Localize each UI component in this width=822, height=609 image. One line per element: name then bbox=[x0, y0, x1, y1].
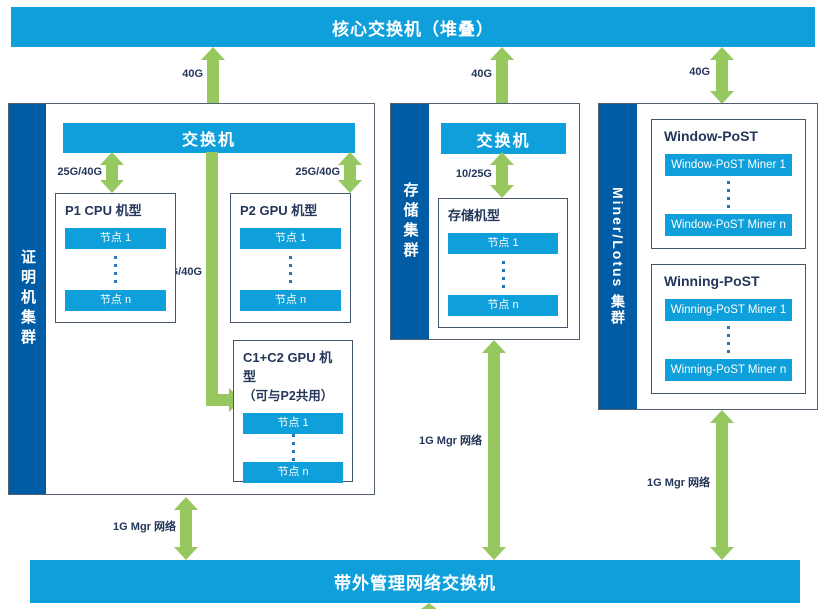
window-post-title: Window-PoST bbox=[664, 128, 758, 144]
proving-cluster-title: 证明机集群 bbox=[9, 104, 46, 494]
core-switch-bar: 核心交换机（堆叠） bbox=[11, 7, 815, 47]
p1-cpu-group: P1 CPU 机型 节点 1 节点 n bbox=[55, 193, 176, 323]
oob-switch-bar: 带外管理网络交换机 bbox=[30, 560, 800, 603]
uplink-label-miner: 40G bbox=[689, 66, 710, 78]
miner-lotus-cluster: Miner/Lotus 集群 Window-PoST Window-PoST M… bbox=[598, 103, 818, 410]
window-post-miner-last: Window-PoST Miner n bbox=[665, 214, 792, 236]
window-post-miner-first: Window-PoST Miner 1 bbox=[665, 154, 792, 176]
c1c2-node-last: 节点 n bbox=[243, 462, 343, 483]
mgmt-label-proving: 1G Mgr 网络 bbox=[113, 521, 176, 533]
uplink-arrow-miner bbox=[710, 47, 734, 104]
storage-node-first: 节点 1 bbox=[448, 233, 558, 254]
mgmt-arrow-proving bbox=[174, 497, 198, 560]
winning-post-group: Winning-PoST Winning-PoST Miner 1 Winnin… bbox=[651, 264, 806, 394]
mgmt-arrow-storage bbox=[482, 340, 506, 560]
window-post-group: Window-PoST Window-PoST Miner 1 Window-P… bbox=[651, 119, 806, 249]
c1c2-gpu-subtitle: （可与P2共用） bbox=[243, 389, 334, 403]
p2-gpu-title: P2 GPU 机型 bbox=[240, 203, 318, 218]
storage-group: 存储机型 节点 1 节点 n bbox=[438, 198, 568, 328]
storage-switch-bar: 交换机 bbox=[441, 123, 566, 154]
storage-group-title: 存储机型 bbox=[448, 208, 501, 223]
mgmt-label-miner: 1G Mgr 网络 bbox=[647, 477, 710, 489]
arrow-switch-to-c1c2-shaft bbox=[206, 152, 218, 406]
label-switch-to-p2: 25G/40G bbox=[295, 166, 340, 178]
p2-gpu-group: P2 GPU 机型 节点 1 节点 n bbox=[230, 193, 351, 323]
ellipsis-dots bbox=[234, 434, 352, 462]
ellipsis-dots bbox=[652, 176, 805, 214]
c1c2-node-first: 节点 1 bbox=[243, 413, 343, 434]
label-switch-to-p1: 25G/40G bbox=[57, 166, 102, 178]
c1c2-gpu-group: C1+C2 GPU 机型 （可与P2共用） 节点 1 节点 n bbox=[233, 340, 353, 483]
ellipsis-dots bbox=[439, 254, 567, 295]
uplink-arrow-proving bbox=[201, 47, 225, 121]
ellipsis-dots bbox=[652, 321, 805, 359]
p2-node-last: 节点 n bbox=[240, 290, 341, 311]
p1-node-last: 节点 n bbox=[65, 290, 166, 311]
arrow-switch-to-c1c2-arm bbox=[206, 394, 229, 406]
p1-cpu-title: P1 CPU 机型 bbox=[65, 203, 142, 218]
winning-post-miner-first: Winning-PoST Miner 1 bbox=[665, 299, 792, 321]
p2-node-first: 节点 1 bbox=[240, 228, 341, 249]
storage-node-last: 节点 n bbox=[448, 295, 558, 316]
winning-post-title: Winning-PoST bbox=[664, 273, 760, 289]
mgmt-label-storage: 1G Mgr 网络 bbox=[419, 435, 482, 447]
p1-node-first: 节点 1 bbox=[65, 228, 166, 249]
ellipsis-dots bbox=[231, 249, 350, 290]
c1c2-gpu-title: C1+C2 GPU 机型 bbox=[243, 350, 333, 384]
uplink-arrow-storage bbox=[490, 47, 514, 121]
mgmt-arrow-miner bbox=[710, 410, 734, 560]
label-storage-switch-to-nodes: 10/25G bbox=[455, 168, 492, 180]
winning-post-miner-last: Winning-PoST Miner n bbox=[665, 359, 792, 381]
proving-switch-bar: 交换机 bbox=[63, 123, 355, 153]
arrow-storage-switch-to-nodes bbox=[490, 152, 514, 198]
uplink-label-proving: 40G bbox=[182, 68, 203, 80]
arrow-switch-to-p1 bbox=[100, 152, 124, 193]
cutoff-arrow-tip bbox=[417, 603, 441, 609]
uplink-label-storage: 40G bbox=[471, 68, 492, 80]
ellipsis-dots bbox=[56, 249, 175, 290]
miner-lotus-cluster-title: Miner/Lotus 集群 bbox=[599, 104, 637, 409]
arrow-switch-to-p2 bbox=[338, 152, 362, 193]
storage-cluster-title: 存储集群 bbox=[391, 104, 429, 339]
